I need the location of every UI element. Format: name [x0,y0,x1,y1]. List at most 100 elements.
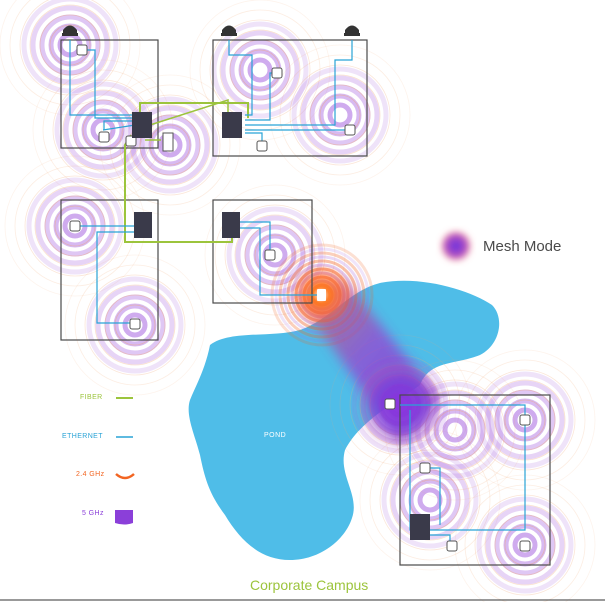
signal-ring [247,57,273,83]
signal-ring [86,276,184,374]
legend-24ghz-label: 2.4 GHz [76,471,105,478]
ethernet-link [245,40,353,126]
signal-ring [148,123,192,167]
signal-ring [381,451,479,549]
signal-ring [319,94,361,136]
ethernet-link [240,227,318,296]
signal-ring [211,21,309,119]
mesh-mode-icon [439,229,473,263]
signal-ring [300,75,380,155]
signal-ring [104,294,166,356]
signal-ring [99,74,241,216]
signal-ring [64,254,206,396]
signal-ring [219,29,301,111]
signal-ring [327,102,353,128]
signal-ring [113,303,157,347]
legend-5ghz-swatch [115,510,133,525]
legend-24ghz-swatch [115,473,135,480]
signal-ring [104,294,166,356]
pond [188,280,500,560]
signal-ring [214,194,336,316]
camera-icon [345,25,359,33]
camera-icon [344,33,360,36]
signal-ring [369,439,491,561]
access-point-icon [344,124,356,136]
signal-ring [254,234,296,276]
signal-ring [417,487,443,513]
signal-ring [220,30,300,110]
signal-ring [122,312,148,338]
legend-fiber-label: FIBER [80,394,103,401]
signal-ring [244,224,306,286]
signal-ring [269,44,411,186]
access-point-icon [129,318,141,330]
access-point-icon [264,249,276,261]
signal-ring [94,284,176,366]
signal-ring [299,74,381,156]
signal-ring [291,66,389,164]
signal-ring [42,69,164,191]
switch-icon [134,212,152,238]
signal-ring [309,84,371,146]
access-point-icon [69,220,81,232]
building-outline [212,199,313,304]
switch-icon [410,514,430,540]
access-point-icon [76,44,88,56]
building-outline [60,39,159,149]
signal-ring [84,274,186,376]
switch-icon [222,112,242,138]
legend-5ghz-label: 5 GHz [82,510,104,517]
signal-ring [81,108,125,152]
access-point-icon [256,140,268,152]
signal-ring [189,0,331,141]
ethernet-link [82,49,135,119]
signal-ring [229,39,291,101]
diagram-title: Corporate Campus [250,577,369,593]
signal-ring [224,204,326,306]
ethernet-link [102,124,136,131]
buildings [60,39,551,566]
signal-ring [318,93,362,137]
camera-icon [62,33,78,36]
signal-ring [289,64,391,166]
signal-ring [279,54,401,176]
pond-label: POND [264,432,287,439]
access-point-icon [125,135,137,147]
access-point-icon [162,132,174,152]
access-point-icon [317,289,326,301]
signal-ring [82,109,124,151]
camera-icon [63,25,77,33]
camera-icon [221,33,237,36]
switch-icon [132,112,152,138]
legend [115,397,135,525]
devices [62,25,531,552]
signal-ring [119,94,221,196]
signal-ring [114,304,156,346]
access-point-icon [419,462,431,474]
mesh-mode-label: Mesh Mode [483,238,562,255]
access-point-icon [271,67,283,79]
signal-ring [72,99,134,161]
signal-ring [309,84,371,146]
ethernet-link [430,420,526,531]
access-point-icon [98,131,110,143]
ethernet-link [228,40,253,116]
building-outline [399,394,551,566]
signal-ring [379,449,481,551]
ethernet-link [69,40,135,116]
building-outline [212,39,368,157]
signal-ring [512,532,538,558]
access-point-icon [446,540,458,552]
camera-icon [222,25,236,33]
ethernet-link [96,231,135,324]
signal-ring [442,417,468,443]
signal-ring [244,224,306,286]
signal-ring [408,478,452,522]
access-point-icon [519,414,531,426]
signal-ring [95,285,175,365]
signal-ring [253,233,297,277]
switch-icon [222,212,240,238]
access-point-icon [384,398,396,410]
legend-ethernet-label: ETHERNET [62,433,103,440]
